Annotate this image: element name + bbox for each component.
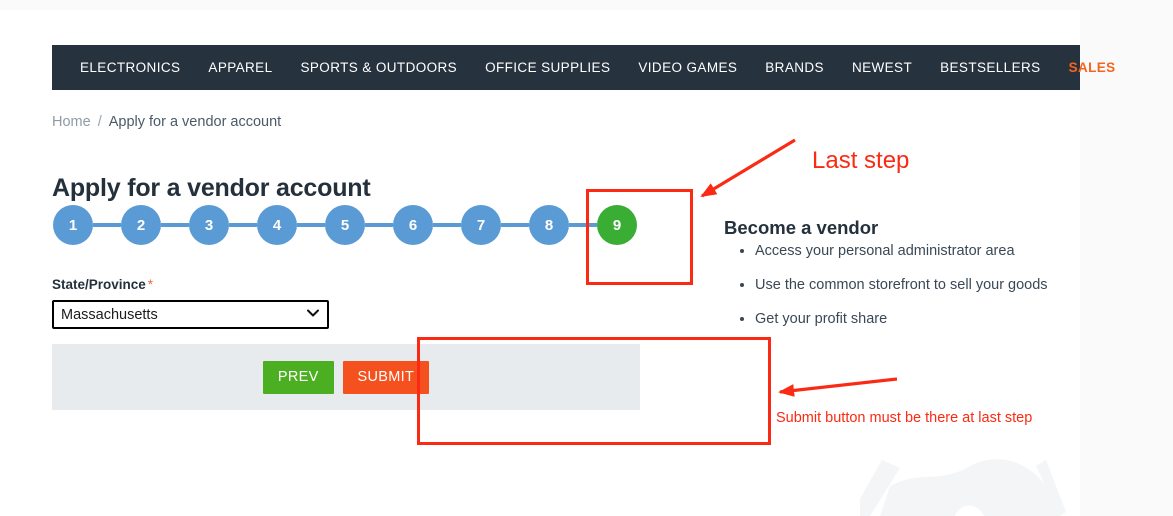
nav-item-electronics[interactable]: ELECTRONICS xyxy=(80,60,181,75)
step-circle-1[interactable]: 1 xyxy=(53,205,93,245)
main-navigation: ELECTRONICS APPAREL SPORTS & OUTDOORS OF… xyxy=(52,45,1115,90)
become-a-vendor-heading: Become a vendor xyxy=(724,217,879,239)
nav-item-sales[interactable]: SALES xyxy=(1068,60,1116,75)
list-item: Get your profit share xyxy=(755,311,1048,327)
step-circle-5[interactable]: 5 xyxy=(325,205,365,245)
step-connector-6-7 xyxy=(433,223,461,227)
nav-item-newest[interactable]: NEWEST xyxy=(851,60,913,75)
nav-item-sports-outdoors[interactable]: SPORTS & OUTDOORS xyxy=(300,60,458,75)
step-connector-1-2 xyxy=(93,223,121,227)
nav-item-brands[interactable]: BRANDS xyxy=(765,60,824,75)
step-connector-4-5 xyxy=(297,223,325,227)
step-connector-3-4 xyxy=(229,223,257,227)
step-connector-8-9 xyxy=(569,223,597,227)
vendor-benefits-list: Access your personal administrator area … xyxy=(733,243,1048,345)
step-circle-7[interactable]: 7 xyxy=(461,205,501,245)
list-item: Use the common storefront to sell your g… xyxy=(755,277,1048,293)
step-connector-7-8 xyxy=(501,223,529,227)
breadcrumb-home-link[interactable]: Home xyxy=(52,114,91,130)
state-province-label: State/Province* xyxy=(52,277,153,292)
step-circle-3[interactable]: 3 xyxy=(189,205,229,245)
state-province-select[interactable]: Massachusetts xyxy=(52,300,329,329)
state-province-label-text: State/Province xyxy=(52,277,146,292)
required-asterisk: * xyxy=(147,277,154,292)
step-circle-9-active[interactable]: 9 xyxy=(597,205,637,245)
step-circle-8[interactable]: 8 xyxy=(529,205,569,245)
nav-item-video-games[interactable]: VIDEO GAMES xyxy=(638,60,738,75)
breadcrumb: Home / Apply for a vendor account xyxy=(52,114,281,130)
breadcrumb-separator: / xyxy=(97,114,102,130)
submit-button[interactable]: SUBMIT xyxy=(342,360,430,394)
step-connector-2-3 xyxy=(161,223,189,227)
step-circle-2[interactable]: 2 xyxy=(121,205,161,245)
prev-button[interactable]: PREV xyxy=(262,360,334,394)
step-circle-4[interactable]: 4 xyxy=(257,205,297,245)
step-circle-6[interactable]: 6 xyxy=(393,205,433,245)
form-actions-panel: PREV SUBMIT xyxy=(52,344,640,410)
step-connector-5-6 xyxy=(365,223,393,227)
page-title: Apply for a vendor account xyxy=(52,173,371,202)
progress-stepper: 1 2 3 4 5 6 7 8 9 xyxy=(53,205,637,245)
nav-item-bestsellers[interactable]: BESTSELLERS xyxy=(940,60,1041,75)
nav-item-office-supplies[interactable]: OFFICE SUPPLIES xyxy=(485,60,611,75)
content-column xyxy=(0,10,1080,516)
list-item: Access your personal administrator area xyxy=(755,243,1048,259)
nav-item-apparel[interactable]: APPAREL xyxy=(208,60,273,75)
breadcrumb-current: Apply for a vendor account xyxy=(108,114,282,130)
